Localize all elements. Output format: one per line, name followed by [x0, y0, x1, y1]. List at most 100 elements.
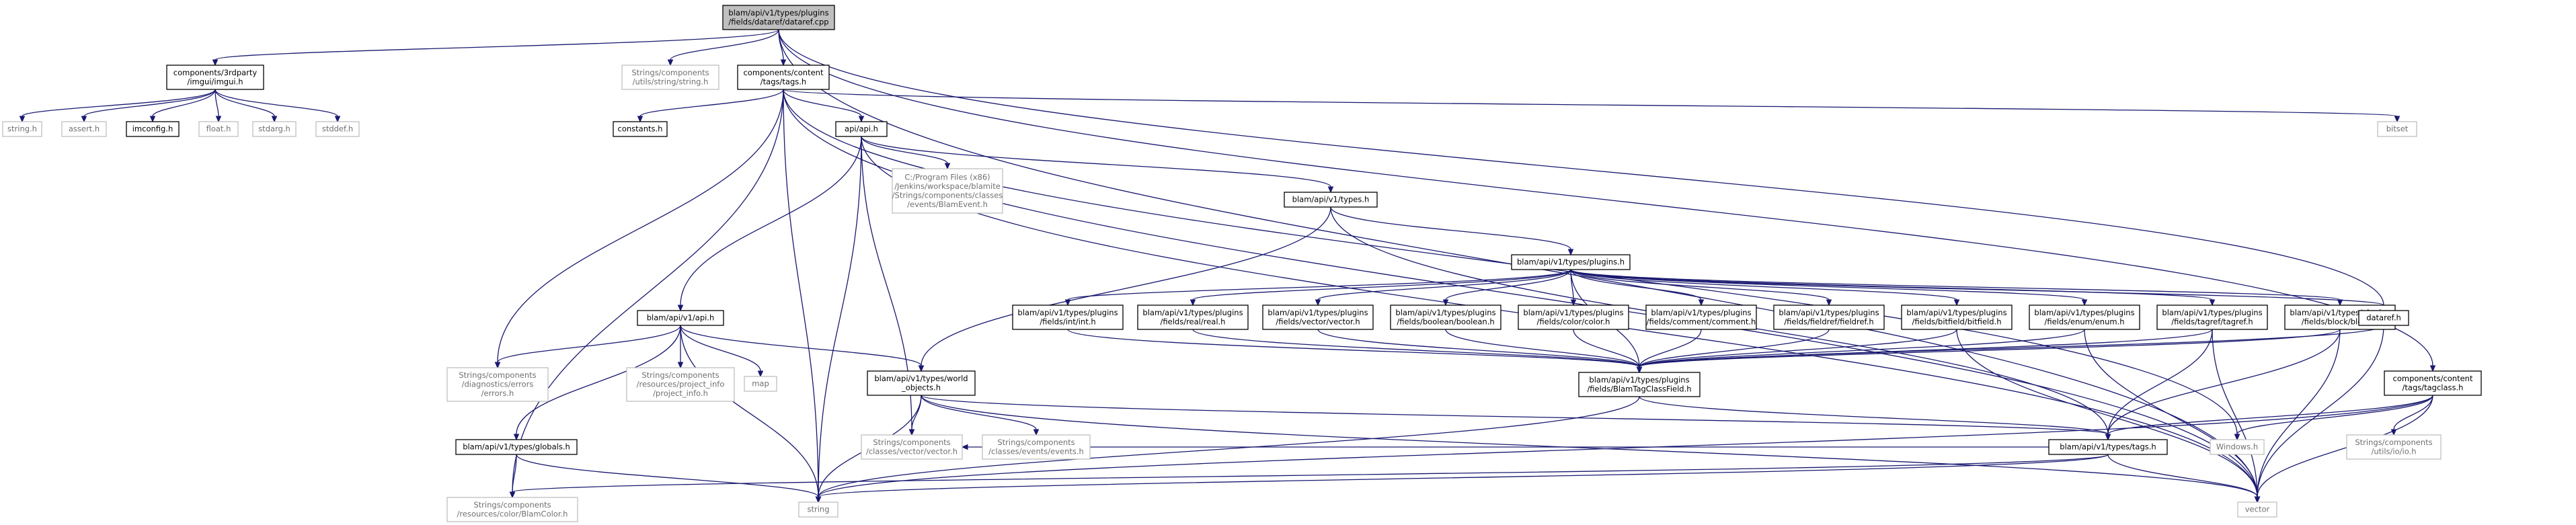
edge-arrowhead — [1953, 299, 1960, 307]
node-box — [892, 168, 1003, 214]
edge-line — [214, 89, 338, 117]
node-comment-h[interactable]: blam/api/v1/types/plugins/fields/comment… — [1645, 305, 1757, 330]
edge-root-to-tagclass_h — [778, 29, 2436, 372]
node-label-line: Strings/components — [631, 68, 709, 77]
node-stddef-h: stddef.h — [315, 121, 360, 137]
node-box — [2237, 501, 2277, 518]
edge-arrowhead — [2234, 434, 2240, 441]
node-fieldref-h[interactable]: blam/api/v1/types/plugins/fields/fieldre… — [1773, 305, 1885, 330]
node-label-line: /errors.h — [481, 389, 514, 398]
node-globals-h[interactable]: blam/api/v1/types/globals.h — [455, 439, 578, 455]
node-label-line: api/api.h — [845, 124, 878, 134]
edge-v1_api_h-to-string — [680, 325, 822, 503]
edge-arrowhead — [212, 59, 219, 67]
edge-line — [1570, 269, 1957, 300]
node-project-info-h: Strings/components/resources/project_inf… — [626, 367, 735, 402]
node-label-line: components/content — [2393, 374, 2473, 383]
node-label-line: /fields/color/color.h — [1537, 317, 1610, 326]
edge-arrowhead — [2105, 434, 2111, 441]
edge-line — [1570, 269, 2085, 300]
edge-line — [1639, 329, 1957, 368]
node-v1-api-h[interactable]: blam/api/v1/api.h — [637, 310, 724, 326]
node-tagref-h[interactable]: blam/api/v1/types/plugins/fields/tagref/… — [2156, 305, 2268, 330]
edge-plugins_h-to-int_h — [1064, 269, 1571, 307]
node-label-line: vector — [2245, 505, 2270, 514]
node-imconfig-h[interactable]: imconfig.h — [126, 121, 180, 137]
node-api-h[interactable]: api/api.h — [835, 121, 888, 137]
node-label-line: blam/api/v1/types/plugins — [1906, 308, 2006, 317]
node-color-h[interactable]: blam/api/v1/types/plugins/fields/color/c… — [1518, 305, 1629, 330]
node-label-line: /classes/events/events.h — [988, 446, 1084, 456]
edge-line — [1639, 329, 1830, 368]
node-int-h[interactable]: blam/api/v1/types/plugins/fields/int/int… — [1012, 305, 1124, 330]
edge-line — [516, 325, 681, 435]
edge-line — [497, 325, 681, 363]
edge-arrowhead — [1636, 366, 1643, 374]
node-box — [982, 434, 1091, 460]
node-label-line: /fields/fieldref/fieldref.h — [1784, 317, 1873, 326]
node-box — [2377, 121, 2417, 137]
edge-arrowhead — [908, 429, 915, 436]
edge-line — [1067, 269, 1571, 300]
node-box — [2210, 439, 2265, 455]
edge-arrowhead — [19, 116, 26, 123]
node-box — [835, 121, 888, 137]
edge-line — [778, 29, 2433, 366]
node-world-objects-h[interactable]: blam/api/v1/types/world_objects.h — [867, 370, 976, 396]
node-label-line: blam/api/v1/types/plugins — [2162, 308, 2262, 317]
node-types-h[interactable]: blam/api/v1/types.h — [1284, 192, 1378, 208]
node-label-line: constants.h — [618, 124, 663, 134]
edge-arrowhead — [961, 444, 968, 450]
node-plugins-h[interactable]: blam/api/v1/types/plugins.h — [1511, 254, 1631, 270]
node-box — [722, 5, 835, 30]
edge-plugins_h-to-fieldref_h — [1570, 269, 1832, 307]
node-box — [455, 439, 578, 455]
edge-line — [2084, 329, 2258, 497]
node-box — [1901, 305, 2013, 330]
node-label-line: components/content — [744, 68, 824, 77]
node-imgui-h[interactable]: components/3rdparty/imgui/imgui.h — [166, 65, 264, 90]
node-map: map — [744, 376, 777, 392]
node-boolean-h[interactable]: blam/api/v1/types/plugins/fields/boolean… — [1390, 305, 1501, 330]
edge-world_objects_h-to-v1_tags_h — [921, 395, 2111, 441]
node-label-line: _objects.h — [901, 382, 941, 392]
node-tagclass-h[interactable]: components/content/tags/tagclass.h — [2384, 370, 2482, 396]
edge-arrowhead — [1315, 299, 1321, 307]
node-label-line: /classes/vector/vector.h — [866, 446, 958, 456]
node-label-line: blam/api/v1/types/plugins — [1523, 308, 1623, 317]
graph-edges — [19, 29, 2436, 503]
node-dataref-h[interactable]: dataref.h — [2358, 310, 2409, 326]
edge-line — [497, 89, 784, 363]
node-bitfield-h[interactable]: blam/api/v1/types/plugins/fields/bitfiel… — [1901, 305, 2013, 330]
node-label-line: blam/api/v1/types/plugins — [1395, 308, 1495, 317]
node-real-h[interactable]: blam/api/v1/types/plugins/fields/real/re… — [1137, 305, 1249, 330]
node-constants-h[interactable]: constants.h — [613, 121, 668, 137]
node-label-line: /fields/bitfield/bitfield.h — [1912, 317, 2001, 326]
node-label-line: blam/api/v1/types/globals.h — [463, 442, 570, 452]
node-tags-h[interactable]: components/content/tags/tags.h — [737, 65, 830, 90]
node-label-line: blam/api/v1/types/plugins — [1267, 308, 1368, 317]
edge-api_h-to-v1_api_h — [677, 136, 862, 312]
node-label-line: C:/Program Files (x86) — [904, 172, 990, 181]
edge-tags_h-to-constants_h — [637, 89, 784, 123]
node-root[interactable]: blam/api/v1/types/plugins/fields/dataref… — [722, 5, 835, 30]
edge-v1_tags_h-to-string — [815, 454, 2109, 503]
node-label-line: blam/api/v1/api.h — [647, 313, 715, 323]
node-v1-tags-h[interactable]: blam/api/v1/types/tags.h — [2048, 439, 2168, 455]
edge-arrowhead — [1442, 299, 1449, 307]
node-enum-h[interactable]: blam/api/v1/types/plugins/fields/enum/en… — [2029, 305, 2140, 330]
edge-line — [1639, 329, 2085, 368]
edge-arrowhead — [1698, 299, 1705, 307]
edge-line — [2107, 454, 2258, 497]
edge-real_h-to-tagclassfield_h — [1192, 329, 1643, 374]
node-label-line: blam/api/v1/types/plugins — [1651, 308, 1751, 317]
node-tagclassfield-h[interactable]: blam/api/v1/types/plugins/fields/BlamTag… — [1578, 372, 1701, 397]
edge-v1_api_h-to-map — [680, 325, 764, 378]
edge-line — [2107, 329, 2213, 435]
edge-line — [512, 89, 784, 493]
edge-line — [818, 395, 2433, 497]
edge-line — [680, 325, 819, 497]
edge-line — [512, 454, 2109, 493]
node-label-line: /fields/BlamTagClassField.h — [1587, 384, 1691, 393]
node-vector-h[interactable]: blam/api/v1/types/plugins/fields/vector/… — [1262, 305, 1374, 330]
